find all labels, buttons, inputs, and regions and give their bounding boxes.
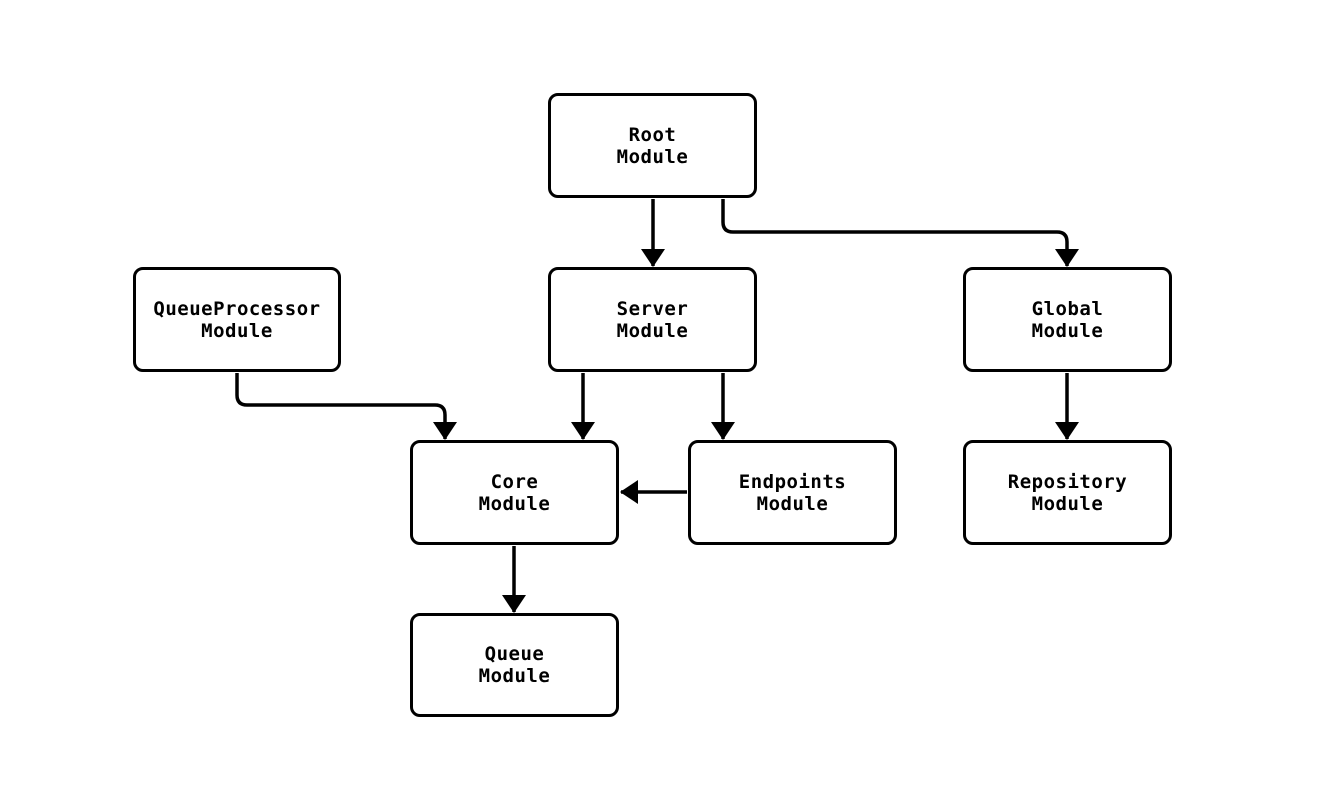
node-endpoints-module-label: Endpoints Module bbox=[738, 470, 847, 515]
node-server-module: Server Module bbox=[548, 267, 757, 372]
node-core-module: Core Module bbox=[410, 440, 619, 545]
node-queueprocessor-module-label: QueueProcessor Module bbox=[153, 297, 321, 342]
node-global-module-label: Global Module bbox=[1031, 297, 1104, 342]
node-queueprocessor-module: QueueProcessor Module bbox=[133, 267, 341, 372]
node-server-module-label: Server Module bbox=[616, 297, 689, 342]
node-queue-module-label: Queue Module bbox=[478, 643, 551, 687]
node-root-module-label: Root Module bbox=[616, 123, 689, 168]
node-root-module: Root Module bbox=[548, 93, 757, 198]
node-queue-module: Queue Module bbox=[410, 613, 619, 717]
node-global-module: Global Module bbox=[963, 267, 1172, 372]
node-repository-module: Repository Module bbox=[963, 440, 1172, 545]
node-repository-module-label: Repository Module bbox=[1007, 470, 1128, 515]
edge-queueprocessor-core bbox=[235, 373, 457, 440]
edge-root-global bbox=[721, 199, 1079, 267]
node-core-module-label: Core Module bbox=[478, 470, 551, 515]
node-endpoints-module: Endpoints Module bbox=[688, 440, 897, 545]
